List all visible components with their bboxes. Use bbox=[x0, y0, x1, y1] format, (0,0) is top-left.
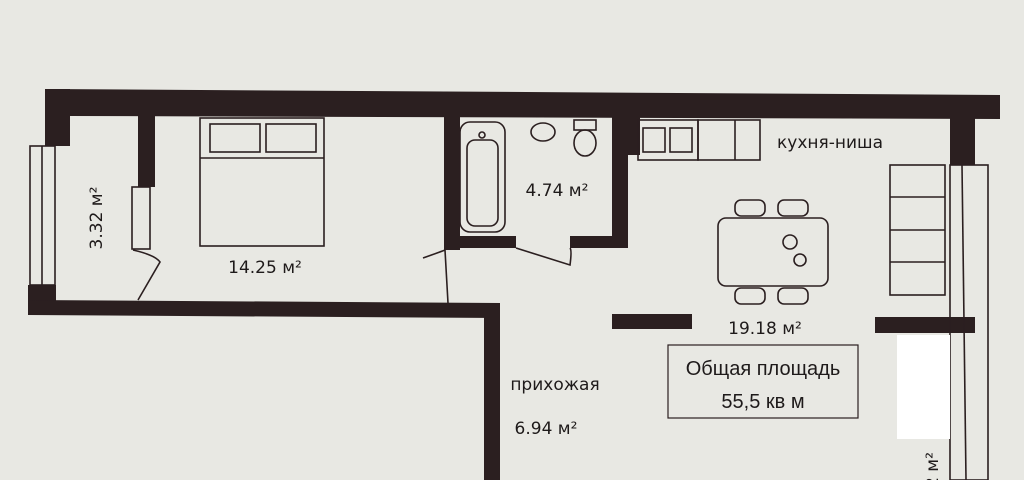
balcony-window bbox=[131, 186, 151, 250]
bedroom-bath-wall bbox=[444, 115, 460, 250]
living-area: 19.18 м² bbox=[728, 319, 802, 339]
furniture bbox=[199, 117, 946, 305]
balcony-partition bbox=[138, 115, 155, 187]
sink bbox=[530, 122, 556, 142]
total-area-value: 55,5 кв м bbox=[721, 391, 804, 413]
walls bbox=[28, 89, 1000, 480]
redaction-box bbox=[897, 335, 950, 439]
living-partition bbox=[612, 314, 692, 329]
balcony-left-area: 3.32 м² bbox=[87, 187, 107, 250]
kitchen-counter bbox=[697, 119, 761, 161]
bathtub bbox=[459, 121, 506, 233]
bedroom-area: 14.25 м² bbox=[228, 258, 302, 278]
balcony-door bbox=[132, 249, 161, 301]
total-area-label: Общая площадь bbox=[686, 358, 841, 380]
right-partition bbox=[875, 317, 975, 333]
hall-label: прихожая bbox=[510, 375, 599, 395]
total-area-box bbox=[667, 344, 859, 419]
kitchen-wall-stub bbox=[628, 115, 640, 155]
bed bbox=[199, 117, 325, 247]
right-window bbox=[949, 164, 989, 480]
bath-bottom-wall-left bbox=[444, 236, 516, 248]
kitchen-label: кухня-ниша bbox=[777, 133, 883, 153]
bedroom-door bbox=[422, 248, 449, 304]
hall-area: 6.94 м² bbox=[515, 419, 578, 439]
kitchen-sink bbox=[637, 119, 699, 161]
bathroom-area: 4.74 м² bbox=[526, 181, 589, 201]
bedroom-bottom-wall bbox=[28, 300, 500, 318]
top-wall bbox=[45, 89, 1000, 119]
left-wall-upper bbox=[45, 89, 70, 146]
toilet bbox=[573, 119, 597, 131]
hall-wall bbox=[484, 305, 500, 480]
bath-door bbox=[515, 247, 572, 267]
balcony-right-area: 2 м² bbox=[923, 452, 943, 480]
bath-right-wall bbox=[612, 115, 628, 248]
windows bbox=[29, 145, 989, 480]
right-wall-upper bbox=[950, 95, 975, 165]
doors bbox=[132, 247, 572, 304]
dining-table bbox=[717, 217, 829, 287]
